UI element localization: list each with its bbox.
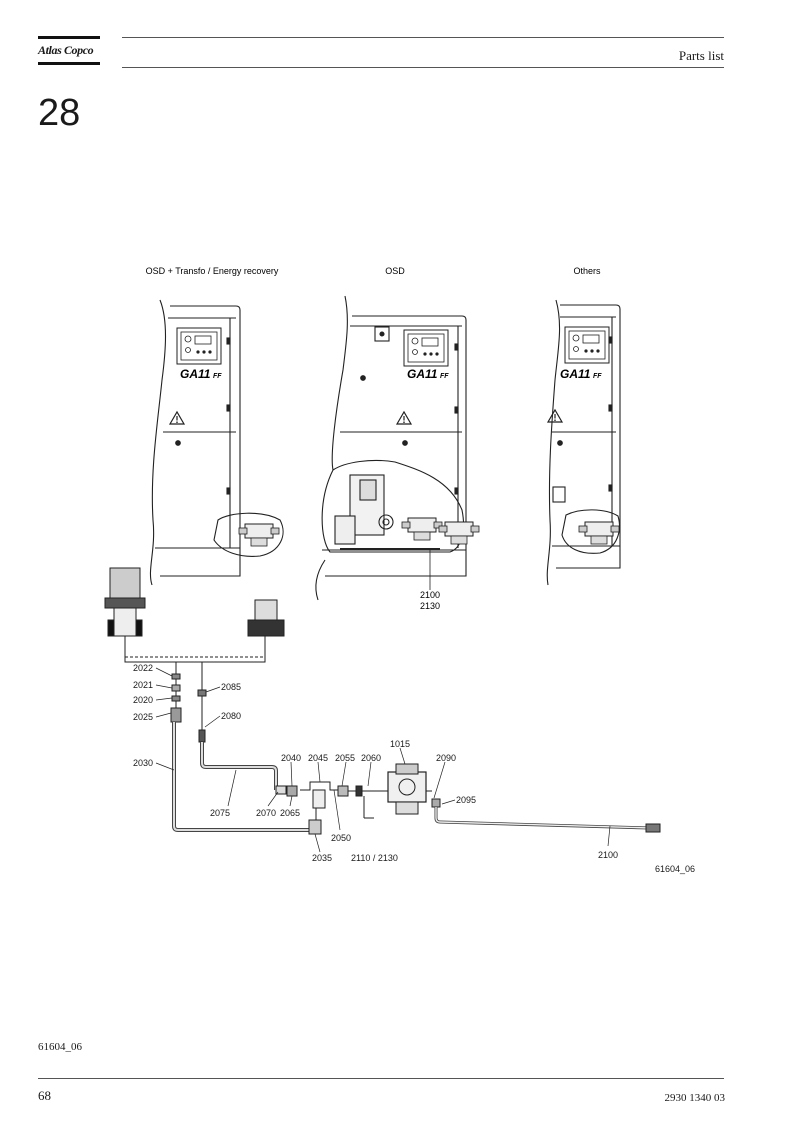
callout-2095: 2095	[456, 795, 476, 805]
model-suffix-2: FF	[440, 373, 449, 380]
callout-1015: 1015	[390, 739, 410, 749]
callout-2130-top: 2130	[420, 601, 440, 611]
callout-2090: 2090	[436, 753, 456, 763]
header-rule-top	[122, 37, 724, 38]
drain-assembly-2b	[438, 521, 480, 545]
callout-2025: 2025	[133, 712, 153, 722]
control-panel-2	[403, 329, 449, 367]
control-panel-1	[176, 327, 222, 365]
panel-title-osd: OSD	[385, 266, 405, 276]
compressor-panel-3	[546, 299, 621, 586]
callout-2110-2130: 2110 / 2130	[351, 853, 398, 863]
model-badge-1: GA11	[180, 367, 211, 381]
header-rule-bottom	[122, 67, 724, 68]
callout-2080: 2080	[221, 711, 241, 721]
page-number: 68	[38, 1088, 51, 1103]
warning-icon-2	[396, 411, 412, 425]
logo-bar-top	[38, 36, 100, 39]
callout-2070: 2070	[256, 808, 276, 818]
callout-2100-bottom: 2100	[598, 850, 618, 860]
compressor-panel-1	[149, 299, 284, 586]
callout-2060: 2060	[361, 753, 381, 763]
callout-2075: 2075	[210, 808, 230, 818]
drain-assembly-1	[238, 523, 280, 547]
callout-2050: 2050	[331, 833, 351, 843]
footer-rule	[38, 1078, 724, 1079]
model-badge-3: GA11	[560, 367, 591, 381]
compressor-panel-2	[315, 295, 467, 601]
drain-assembly-3	[578, 521, 620, 545]
panel-title-others: Others	[573, 266, 601, 276]
callout-2065: 2065	[280, 808, 300, 818]
leader-lines	[155, 667, 611, 853]
header-title: Parts list	[678, 48, 724, 63]
callout-2035: 2035	[312, 853, 332, 863]
document-number: 2930 1340 03	[664, 1092, 726, 1104]
callout-2030: 2030	[133, 758, 153, 768]
atlas-copco-logo: Atlas Copco	[38, 36, 100, 68]
control-panel-3	[564, 326, 610, 364]
filter-right	[247, 599, 285, 647]
model-badge-2: GA11	[407, 367, 438, 381]
callout-2055: 2055	[335, 753, 355, 763]
drain-piping	[124, 647, 661, 835]
footer-figure-code: 61604_06	[38, 1041, 82, 1053]
warning-icon-3	[547, 409, 563, 423]
section-number: 28	[38, 92, 81, 134]
figure-code: 61604_06	[655, 864, 695, 874]
model-suffix-1: FF	[213, 373, 222, 380]
callout-2100-top: 2100	[420, 590, 440, 600]
callout-2022: 2022	[133, 663, 153, 673]
callout-2021: 2021	[133, 680, 153, 690]
callout-2085: 2085	[221, 682, 241, 692]
logo-bar-bottom	[38, 62, 100, 65]
warning-icon-1	[169, 411, 185, 425]
panel-title-osd-transfo: OSD + Transfo / Energy recovery	[146, 266, 279, 276]
callout-2040: 2040	[281, 753, 301, 763]
callout-2045: 2045	[308, 753, 328, 763]
logo-wordmark: Atlas Copco	[38, 43, 94, 57]
model-suffix-3: FF	[593, 373, 602, 380]
callout-2020: 2020	[133, 695, 153, 705]
drain-assembly-2a	[401, 517, 443, 541]
filter-left	[104, 567, 146, 647]
